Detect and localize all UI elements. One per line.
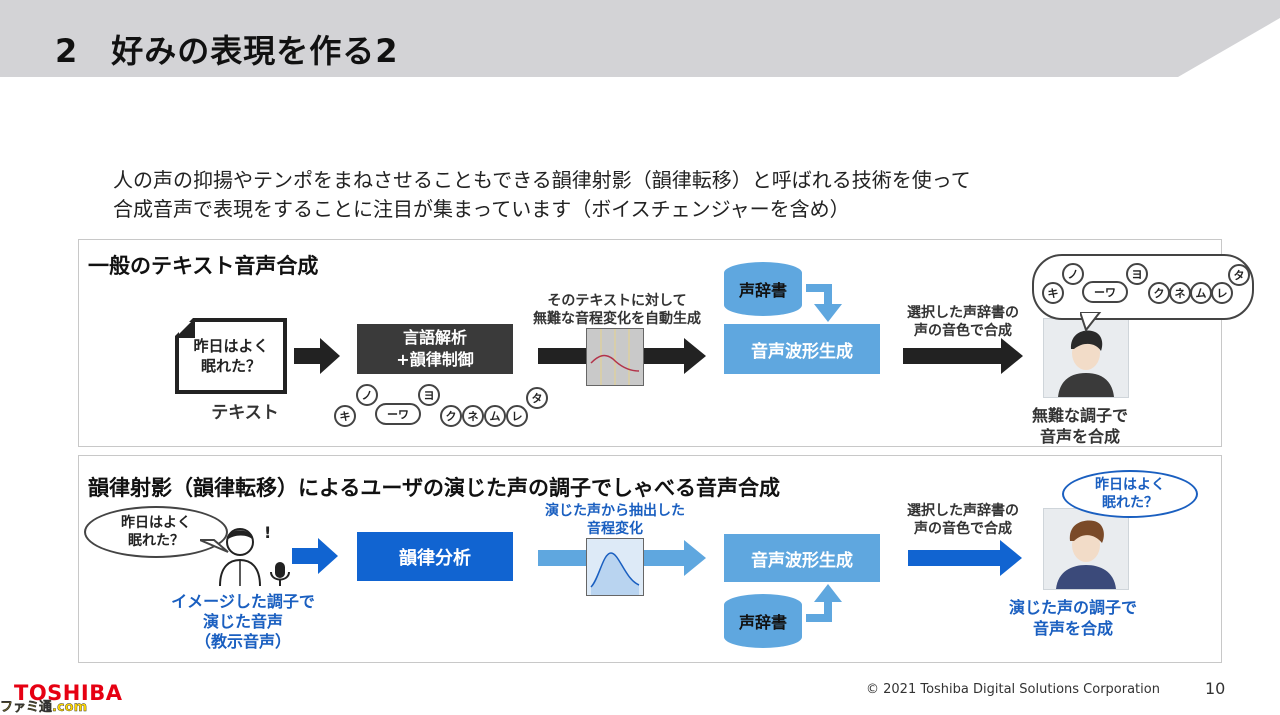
result-caption-2: 演じた声の調子で 音声を合成 (988, 597, 1158, 639)
analysis-line-1: 言語解析 (402, 328, 467, 347)
select-label-2-line-2: 声の音色で合成 (914, 521, 1012, 537)
extract-label: 演じた声から抽出した 音程変化 (520, 502, 710, 538)
bubble-kana-yo: ヨ (1126, 263, 1148, 285)
bubble-kana-no: ノ (1062, 263, 1084, 285)
doc-text-line-1: 昨日はよく (193, 337, 269, 355)
bend-arrow-2 (806, 584, 842, 622)
bubble-kana-ku: ク (1148, 282, 1170, 304)
user-bubble-line-1: 昨日はよく (121, 515, 191, 531)
doc-corner-fold (175, 318, 195, 338)
select-label-1-line-2: 声の音色で合成 (914, 323, 1012, 339)
kana-no: ノ (356, 384, 378, 406)
kana-ki: キ (334, 405, 356, 427)
kana-yo: ヨ (418, 384, 440, 406)
toshiba-logo: TOSHIBA (14, 681, 123, 705)
bubble-tail-1 (1080, 312, 1102, 332)
kana-mu: ム (484, 405, 506, 427)
result-speech-bubble: 昨日はよく 眠れた？ (1062, 470, 1198, 518)
extract-line-1: 演じた声から抽出した (545, 503, 685, 519)
intro-line-2: 合成音声で表現をすることに注目が集まっています（ボイスチェンジャーを含め） (113, 197, 850, 221)
intro-line-1: 人の声の抑揚やテンポをまねさせることもできる韻律射影（韻律転移）と呼ばれる技術を… (113, 168, 971, 192)
select-label-2-line-1: 選択した声辞書の (907, 503, 1019, 519)
section2-title: 韻律射影（韻律転移）によるユーザの演じた声の調子でしゃべる音声合成 (88, 476, 780, 500)
speaker-line-2: 演じた音声 (202, 612, 283, 631)
select-dict-label-1: 選択した声辞書の 声の音色で合成 (888, 304, 1038, 340)
waveform-generation-1: 音声波形生成 (724, 324, 880, 374)
result-1-line-1: 無難な調子で (1031, 406, 1128, 425)
language-analysis-box: 言語解析 +韻律制御 (357, 324, 513, 374)
avatar-person-1 (1043, 318, 1129, 398)
auto-label-line-1: そのテキストに対して (547, 293, 687, 309)
section1-title: 一般のテキスト音声合成 (88, 254, 319, 278)
auto-generate-label: そのテキストに対して 無難な音程変化を自動生成 (512, 292, 722, 328)
blue-arrow-1 (292, 538, 338, 574)
copyright-text: © 2021 Toshiba Digital Solutions Corpora… (866, 682, 1160, 697)
header-band (0, 0, 1280, 77)
speaker-caption: イメージした調子で 演じた音声 （教示音声） (150, 592, 336, 652)
page-number: 10 (1205, 679, 1226, 698)
voice-dictionary-2: 声辞書 (724, 594, 802, 648)
speaker-person-icon: ! (219, 523, 290, 586)
bubble-kana-re: レ (1211, 282, 1233, 304)
page-title: 2 好みの表現を作る2 (55, 32, 399, 70)
bubble-kana-wa: ーワ (1082, 281, 1128, 303)
auto-label-line-2: 無難な音程変化を自動生成 (533, 311, 701, 327)
arrow-3 (903, 338, 1023, 374)
kana-ku: ク (440, 405, 462, 427)
analysis-line-2: +韻律制御 (396, 350, 474, 369)
extract-line-2: 音程変化 (587, 521, 643, 537)
user-speech-bubble: 昨日はよく 眠れた？ (84, 506, 228, 558)
kana-ta: タ (526, 387, 548, 409)
prosody-analysis-box: 韻律分析 (357, 532, 513, 581)
bubble-kana-ki: キ (1042, 282, 1064, 304)
arrow-1 (294, 338, 340, 374)
pitch-graph-extracted (586, 538, 644, 596)
text-document: 昨日はよく 眠れた？ (175, 318, 287, 394)
select-label-1-line-1: 選択した声辞書の (907, 305, 1019, 321)
bubble-kana-ne: ネ (1169, 282, 1191, 304)
result-1-line-2: 音声を合成 (1039, 427, 1120, 446)
bubble-kana-mu: ム (1190, 282, 1212, 304)
result-2-line-1: 演じた声の調子で (1008, 598, 1137, 617)
result-bubble-line-2: 眠れた？ (1102, 495, 1158, 511)
result-bubble-line-1: 昨日はよく (1095, 477, 1165, 493)
speaker-line-3: （教示音声） (194, 632, 291, 651)
bubble-kana-ta: タ (1228, 264, 1250, 286)
result-caption-1: 無難な調子で 音声を合成 (1010, 405, 1150, 447)
result-2-line-2: 音声を合成 (1032, 619, 1113, 638)
speaker-line-1: イメージした調子で (171, 592, 315, 611)
kana-ne: ネ (462, 405, 484, 427)
pitch-graph-auto (586, 328, 644, 386)
avatar-person-2 (1043, 508, 1129, 590)
bubble-tail-2 (200, 539, 229, 553)
svg-text:!: ! (264, 523, 271, 542)
kana-wa: ーワ (375, 403, 421, 425)
voice-dictionary-1: 声辞書 (724, 262, 802, 316)
doc-text-line-2: 眠れた？ (200, 357, 261, 375)
famitsu-watermark: ファミ通.com (0, 700, 88, 715)
doc-caption: テキスト (211, 403, 279, 423)
intro-text: 人の声の抑揚やテンポをまねさせることもできる韻律射影（韻律転移）と呼ばれる技術を… (113, 166, 971, 224)
kana-re: レ (506, 405, 528, 427)
bend-arrow-1 (806, 284, 842, 322)
blue-arrow-3 (908, 540, 1022, 576)
user-bubble-line-2: 眠れた？ (128, 533, 184, 549)
waveform-generation-2: 音声波形生成 (724, 534, 880, 582)
select-dict-label-2: 選択した声辞書の 声の音色で合成 (888, 502, 1038, 538)
